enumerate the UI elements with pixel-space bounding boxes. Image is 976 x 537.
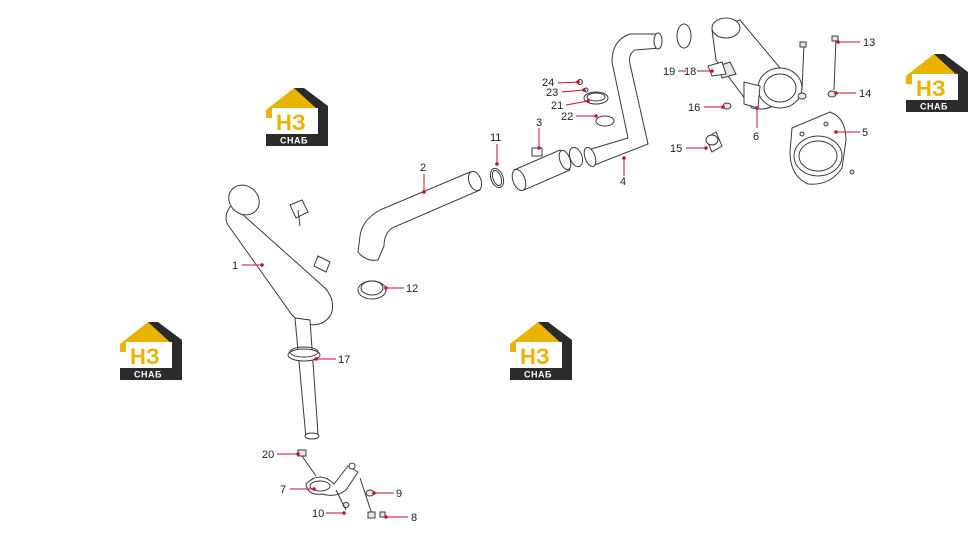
part-pipe-bend bbox=[583, 32, 663, 168]
part-intake-hose bbox=[357, 170, 483, 261]
callout-label: 11 bbox=[490, 132, 501, 144]
callout-label: 7 bbox=[280, 484, 286, 496]
logo-subtext: СНАБ bbox=[280, 136, 308, 146]
callout-10: 10 bbox=[312, 508, 346, 520]
callout-label: 23 bbox=[546, 87, 558, 99]
callout-20: 20 bbox=[262, 449, 300, 461]
callout-label: 8 bbox=[411, 512, 417, 524]
callout-14: 14 bbox=[834, 88, 871, 100]
callout-1: 1 bbox=[232, 260, 264, 272]
callout-18-19: 19 18 bbox=[663, 66, 714, 78]
logo-letters: НЗ bbox=[520, 344, 550, 369]
callout-label: 19 bbox=[663, 66, 675, 78]
callout-label: 17 bbox=[338, 354, 350, 366]
callout-13: 13 bbox=[836, 37, 875, 49]
callout-label: 1 bbox=[232, 260, 238, 272]
part-valve-15 bbox=[705, 131, 723, 153]
callout-22: 22 bbox=[561, 111, 598, 123]
logo-subtext: СНАБ bbox=[524, 370, 552, 380]
part-clamp-11 bbox=[489, 167, 505, 189]
callout-label: 5 bbox=[862, 127, 868, 139]
part-clamp-22 bbox=[595, 115, 615, 127]
callout-label: 9 bbox=[396, 488, 402, 500]
callout-label: 4 bbox=[620, 176, 626, 188]
callout-3: 3 bbox=[536, 117, 542, 150]
logo-letters: НЗ bbox=[916, 76, 946, 101]
callout-21: 21 bbox=[551, 99, 590, 112]
part-top-clamp bbox=[676, 23, 692, 49]
callout-label: 6 bbox=[753, 131, 759, 143]
callout-label: 2 bbox=[420, 162, 426, 174]
callout-7: 7 bbox=[280, 484, 316, 496]
watermark-logo: НЗ СНАБ bbox=[510, 322, 572, 380]
callout-label: 13 bbox=[863, 37, 875, 49]
callout-11: 11 bbox=[490, 132, 501, 166]
callout-6: 6 bbox=[753, 106, 759, 143]
callout-17: 17 bbox=[314, 354, 350, 366]
part-air-cleaner-bracket bbox=[789, 111, 855, 185]
part-nut-14 bbox=[797, 90, 837, 100]
part-muffler bbox=[225, 184, 334, 440]
callout-23: 23 bbox=[546, 87, 586, 99]
callout-label: 12 bbox=[406, 283, 418, 295]
logo-subtext: СНАБ bbox=[134, 370, 162, 380]
logo-letters: НЗ bbox=[276, 110, 306, 135]
callout-2: 2 bbox=[420, 162, 426, 194]
callout-12: 12 bbox=[384, 283, 418, 295]
logo-subtext: СНАБ bbox=[920, 102, 948, 112]
part-washer-b bbox=[335, 489, 350, 511]
part-bolt-13 bbox=[799, 35, 839, 91]
part-bolt-a bbox=[359, 477, 386, 519]
callout-label: 3 bbox=[536, 117, 542, 129]
callout-4: 4 bbox=[620, 156, 626, 188]
callout-label: 20 bbox=[262, 449, 274, 461]
watermark-logo: НЗ СНАБ bbox=[266, 88, 328, 146]
callout-9: 9 bbox=[372, 488, 402, 500]
callout-label: 15 bbox=[670, 143, 682, 155]
callout-label: 16 bbox=[688, 102, 700, 114]
part-clamp-12 bbox=[357, 280, 387, 300]
part-tail-pipe-clamp bbox=[287, 346, 321, 362]
part-tail-pipe-bracket bbox=[305, 462, 359, 496]
callout-label: 14 bbox=[859, 88, 871, 100]
callout-label: 24 bbox=[542, 77, 554, 89]
part-clamp-mid bbox=[568, 146, 584, 168]
callout-8: 8 bbox=[384, 512, 417, 524]
callout-label: 21 bbox=[551, 100, 563, 112]
callout-label: 10 bbox=[312, 508, 324, 520]
part-connector-tube bbox=[511, 147, 572, 192]
callout-label: 22 bbox=[561, 111, 573, 123]
callout-24: 24 bbox=[542, 77, 580, 89]
callout-label: 18 bbox=[684, 66, 696, 78]
part-air-cleaner bbox=[711, 17, 803, 110]
watermark-logo: НЗ СНАБ bbox=[906, 54, 968, 112]
callout-16: 16 bbox=[688, 102, 725, 114]
watermark-logo: НЗ СНАБ bbox=[120, 322, 182, 380]
part-clamp-21 bbox=[583, 91, 609, 105]
part-bolt-20 bbox=[297, 449, 317, 477]
logo-letters: НЗ bbox=[130, 344, 160, 369]
callout-5: 5 bbox=[834, 127, 868, 139]
callout-15: 15 bbox=[670, 143, 708, 155]
